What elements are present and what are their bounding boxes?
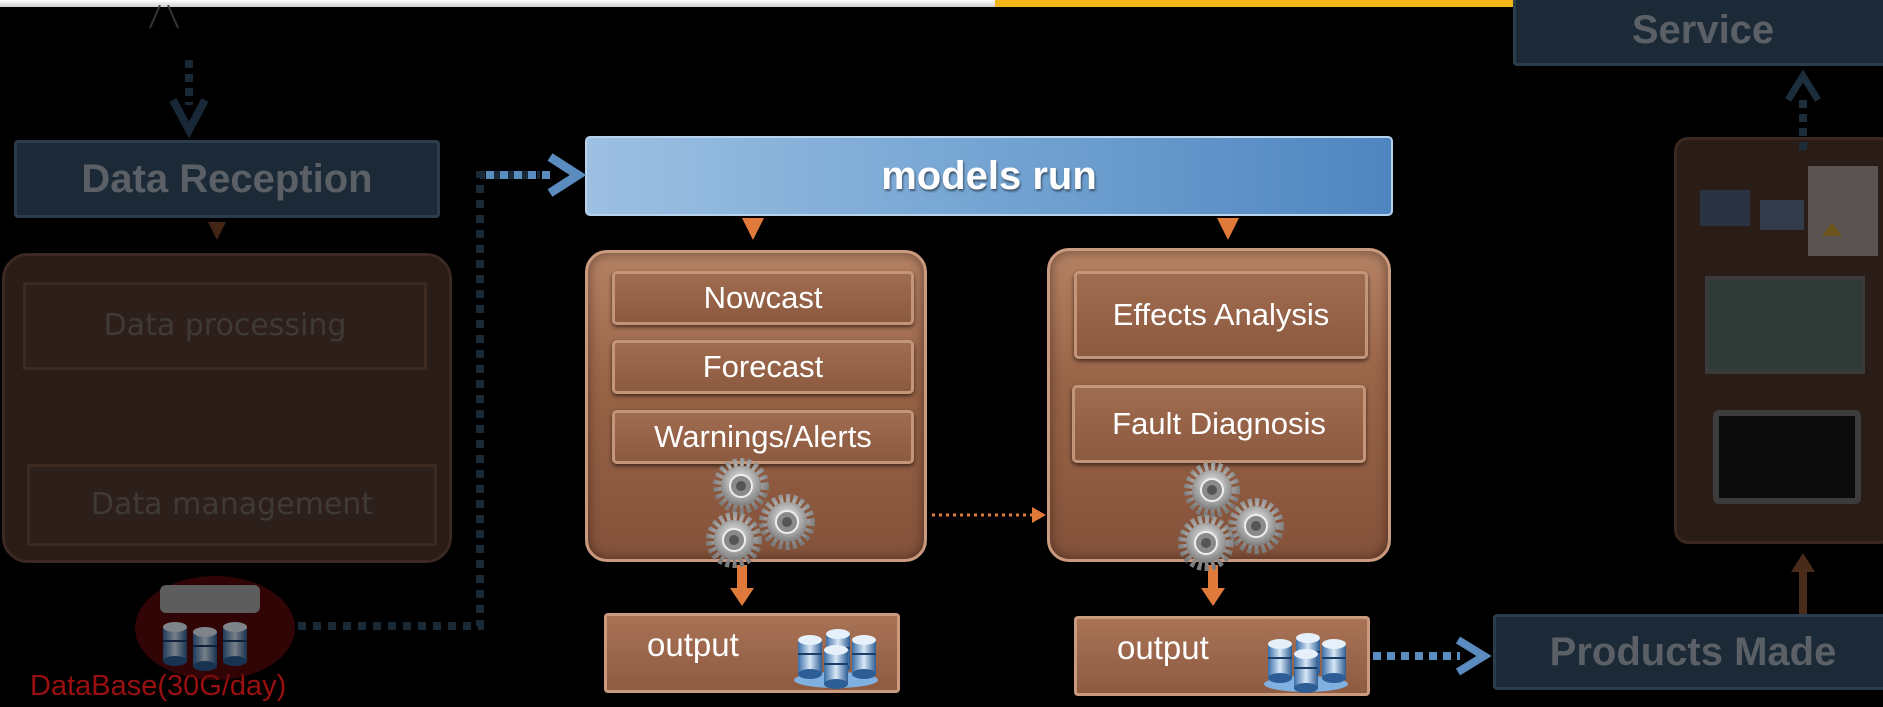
arrow-into-models-run (486, 153, 587, 197)
forecast-panel: Nowcast Forecast Warnings/Alerts (585, 250, 927, 562)
dim-left-connectors (149, 4, 540, 630)
computer-icon (1700, 166, 1878, 256)
top-bar-accent (995, 0, 1883, 7)
nowcast-label: Nowcast (703, 280, 823, 315)
output-label-left: output (647, 626, 739, 663)
service-title: Service (1631, 8, 1775, 52)
products-made-box: Products Made (1493, 614, 1883, 690)
arrow-models-to-left-panel (742, 218, 764, 240)
data-reception-title: Data Reception (81, 157, 373, 201)
database-icon-left (794, 628, 878, 690)
top-bar-light (0, 0, 995, 7)
arrow-panel-to-panel (932, 507, 1046, 523)
dim-right-connectors (1785, 69, 1821, 614)
product-screenshot-1 (1705, 276, 1865, 374)
effects-analysis-label: Effects Analysis (1112, 297, 1330, 332)
database-icon-right (1264, 632, 1348, 694)
product-screenshot-2 (1713, 410, 1861, 504)
data-processing-label: Data processing (103, 308, 347, 343)
fault-diagnosis-item: Fault Diagnosis (1072, 385, 1366, 463)
arrow-right-panel-to-output (1201, 565, 1225, 606)
arrow-left-panel-to-output (730, 565, 754, 606)
arrow-models-to-right-panel (1217, 218, 1239, 240)
arrow-output-to-products (1373, 636, 1492, 676)
data-management-item: Data management (27, 464, 437, 546)
models-run-title: models run (881, 154, 1097, 198)
data-processing-panel: Data processing Data management (2, 253, 452, 563)
database-icon (135, 576, 295, 680)
data-processing-item: Data processing (23, 282, 427, 370)
fault-diagnosis-label: Fault Diagnosis (1112, 406, 1326, 441)
models-run-bar: models run (585, 136, 1393, 216)
forecast-label: Forecast (702, 349, 824, 384)
warnings-alerts-label: Warnings/Alerts (654, 419, 872, 454)
warnings-alerts-item: Warnings/Alerts (612, 410, 914, 464)
products-made-title: Products Made (1549, 630, 1837, 674)
effects-analysis-item: Effects Analysis (1074, 271, 1368, 359)
gear-icon-left (710, 462, 811, 564)
nowcast-item: Nowcast (612, 271, 914, 325)
forecast-item: Forecast (612, 340, 914, 394)
gear-icon-right (1182, 466, 1280, 567)
data-management-label: Data management (90, 487, 374, 522)
output-label-right: output (1117, 629, 1209, 666)
data-reception-box: Data Reception (14, 140, 440, 218)
service-box: Service (1513, 0, 1883, 66)
